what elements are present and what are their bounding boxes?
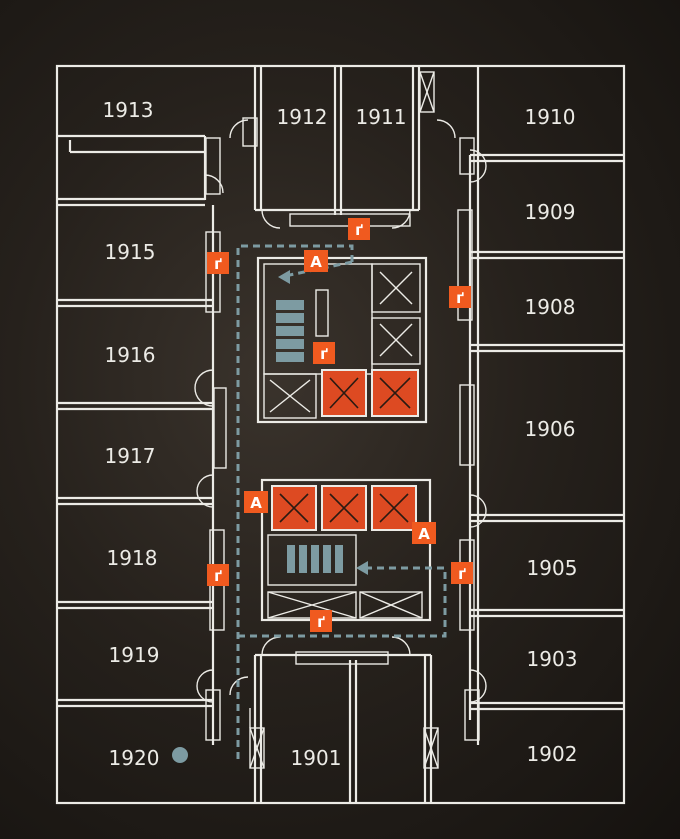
room-label-1913: 1913 [103,98,154,122]
core-lower [260,478,432,622]
evacuation-route [236,244,447,760]
room-label-1905: 1905 [527,556,578,580]
room-label-1920: 1920 [109,746,160,770]
svg-text:A: A [250,494,262,512]
room-label-1917: 1917 [105,444,156,468]
svg-text:ґ: ґ [456,289,464,307]
assembly-marker-3: A [412,522,436,544]
you-are-here-dot-icon [172,747,188,763]
right-room-walls [468,66,624,745]
svg-text:ґ: ґ [320,345,328,363]
room-label-1909: 1909 [525,200,576,224]
svg-text:ґ: ґ [214,255,222,273]
room-label-1908: 1908 [525,295,576,319]
room-label-1911: 1911 [356,105,407,129]
top-room-walls [242,66,435,215]
svg-text:ґ: ґ [317,613,325,631]
bottom-room-walls [249,653,439,803]
room-label-1901: 1901 [291,746,342,770]
fire-door-frames [205,137,480,741]
svg-text:ґ: ґ [458,565,466,583]
room-label-1919: 1919 [109,643,160,667]
assembly-marker-2: A [244,491,268,513]
svg-text:A: A [310,253,322,271]
left-room-walls [57,134,215,745]
room-label-1918: 1918 [107,546,158,570]
svg-text:A: A [418,525,430,543]
room-label-1906: 1906 [525,417,576,441]
core-upper [256,256,428,424]
svg-text:ґ: ґ [214,567,222,585]
room-label-1902: 1902 [527,742,578,766]
room-label-1915: 1915 [105,240,156,264]
assembly-marker-1: A [304,250,328,272]
room-label-1912: 1912 [277,105,328,129]
door-arcs [194,119,487,728]
elevators-lower [271,485,417,531]
fire-extinguisher-icon: ґ ґ ґ ґ ґ ґ ґ [207,218,473,632]
stair-lower [287,545,343,573]
elevators-upper [321,369,419,417]
room-label-1916: 1916 [105,343,156,367]
room-label-1903: 1903 [527,647,578,671]
stair-upper [276,300,304,362]
svg-text:ґ: ґ [355,221,363,239]
room-label-1910: 1910 [525,105,576,129]
